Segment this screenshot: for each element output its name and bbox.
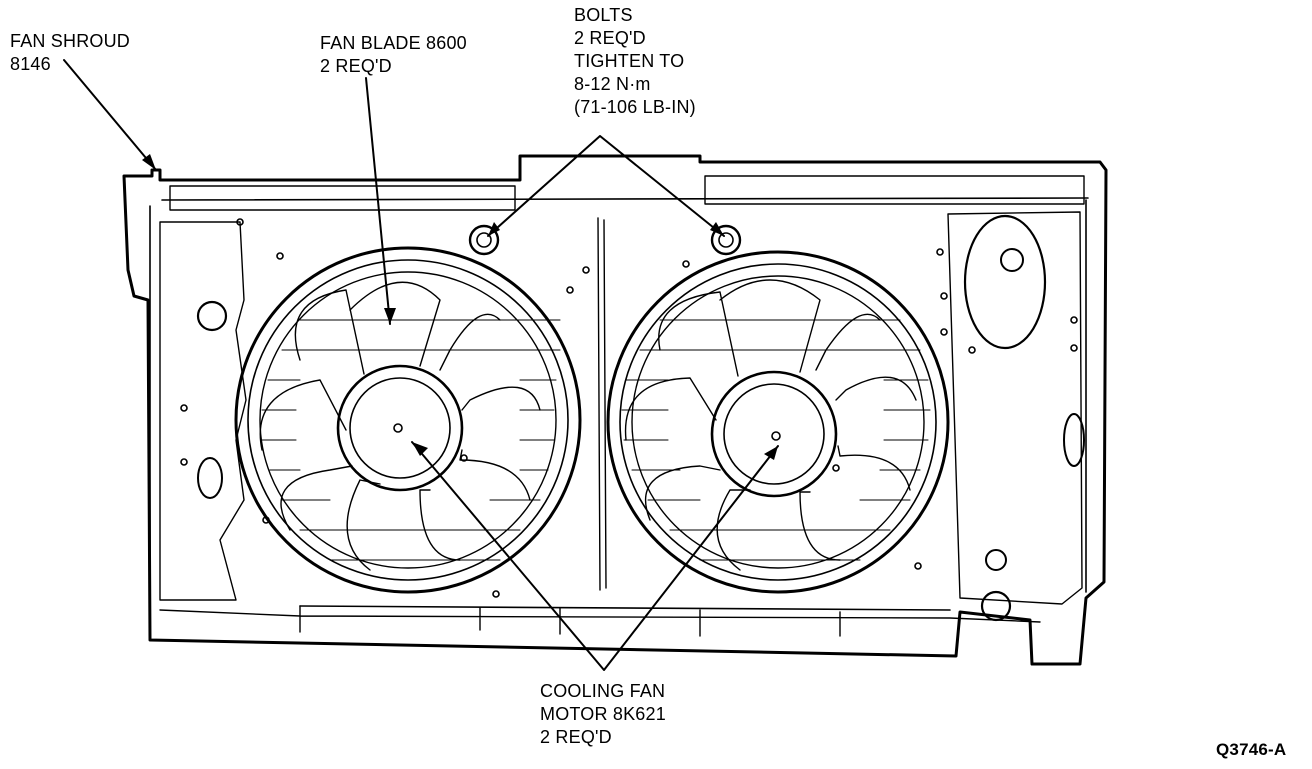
callout-bolts-line2: 2 REQ'D	[574, 28, 646, 48]
mount-boss-right-lower	[980, 590, 1012, 622]
shroud-lower-rail	[159, 605, 1041, 637]
mount-boss-left	[196, 300, 228, 332]
bolt-left	[468, 224, 500, 256]
right-fan	[606, 250, 950, 594]
figure-id: Q3746-A	[1216, 740, 1287, 759]
callout-bolts: BOLTS 2 REQ'D TIGHTEN TO 8-12 N·m (71-10…	[574, 4, 696, 119]
callout-fan-blade-line2: 2 REQ'D	[320, 56, 392, 76]
callout-cooling-fan-motor-line1: COOLING FAN	[540, 681, 666, 701]
callout-bolts-line1: BOLTS	[574, 5, 633, 25]
shroud-right-panel	[947, 211, 1083, 605]
callout-bolts-line5: (71-106 LB-IN)	[574, 97, 696, 117]
shroud-inner-rim	[149, 197, 1089, 631]
callout-fan-blade-line1: FAN BLADE 8600	[320, 33, 467, 53]
shroud-left-panel	[159, 221, 247, 601]
slot-left	[197, 457, 223, 499]
shroud-center-divider	[597, 217, 607, 591]
mount-boss-right-lower-2	[985, 549, 1007, 571]
shroud-top-ribs	[169, 175, 1085, 211]
bolt-right	[710, 224, 742, 256]
callout-cooling-fan-motor-line2: MOTOR 8K621	[540, 704, 666, 724]
mount-boss-right	[1000, 248, 1024, 272]
callout-cooling-fan-motor-line3: 2 REQ'D	[540, 727, 612, 747]
rivets	[180, 218, 1078, 598]
callout-fan-shroud-line2: 8146	[10, 54, 51, 74]
callout-fan-shroud-line1: FAN SHROUD	[10, 31, 131, 51]
callout-bolts-line4: 8-12 N·m	[574, 74, 651, 94]
leader-arrowheads	[142, 154, 778, 460]
bolt-left-inner	[476, 232, 492, 248]
left-fan	[234, 246, 582, 594]
leader-lines	[63, 59, 779, 671]
bolt-right-inner	[718, 232, 734, 248]
callout-cooling-fan-motor: COOLING FAN MOTOR 8K621 2 REQ'D	[540, 680, 666, 749]
slot-right	[1063, 413, 1085, 467]
callout-bolts-line3: TIGHTEN TO	[574, 51, 685, 71]
callout-fan-shroud: FAN SHROUD 8146	[10, 30, 130, 76]
callout-fan-blade: FAN BLADE 8600 2 REQ'D	[320, 32, 467, 78]
shroud-oval-opening	[963, 214, 1047, 350]
